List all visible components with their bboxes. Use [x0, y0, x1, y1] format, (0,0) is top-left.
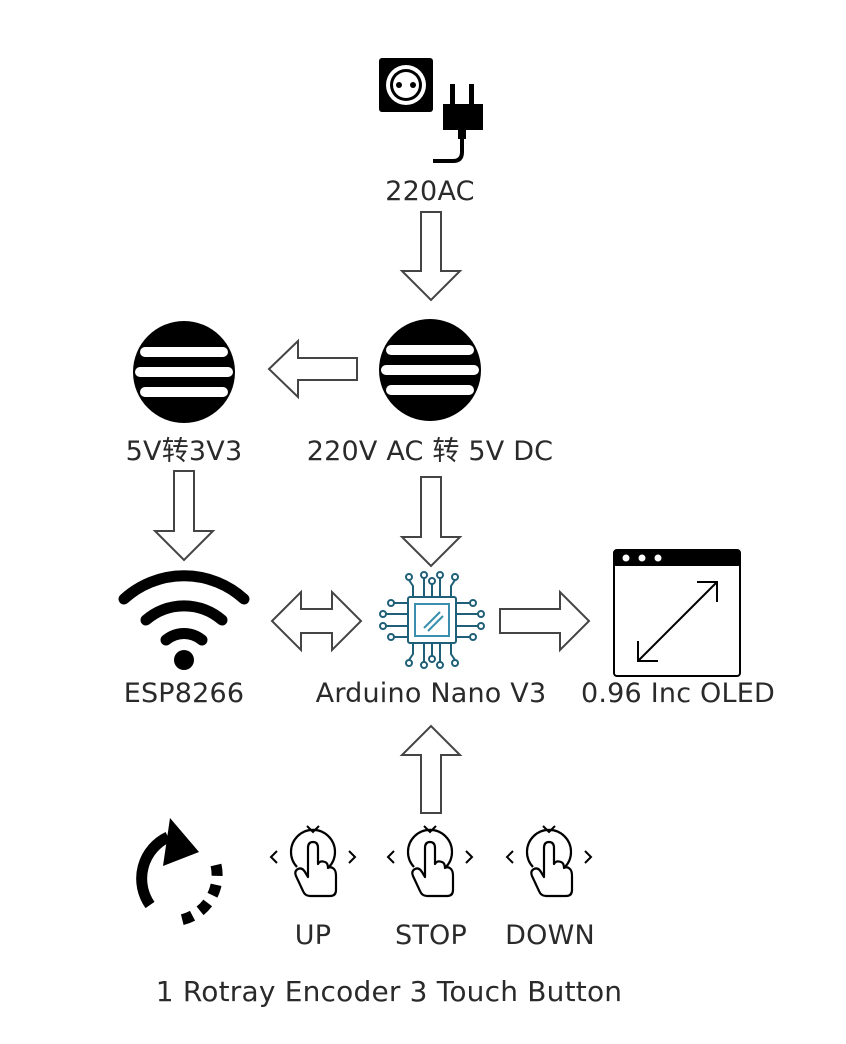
arrow-converter-to-arduino [399, 476, 463, 568]
touch-button-up-icon [269, 824, 357, 898]
button-up-label: UP [294, 920, 332, 951]
wifi-icon [118, 570, 250, 670]
arrow-esp8266-arduino [270, 589, 363, 653]
arrow-power-to-converter [399, 211, 463, 302]
arrow-arduino-to-oled [499, 589, 591, 653]
touch-button-down-icon [505, 824, 593, 898]
power-source-label: 220AC [385, 176, 475, 207]
regulator-disc-icon [133, 321, 235, 423]
microchip-icon [379, 571, 485, 669]
converter-label: 220V AC 转 5V DC [306, 436, 554, 467]
button-stop-label: STOP [395, 920, 467, 951]
input-caption: 1 Rotray Encoder 3 Touch Button [155, 975, 623, 1008]
power-outlet-icon [379, 58, 433, 112]
oled-label: 0.96 Inc OLED [581, 678, 775, 709]
arrow-buttons-to-arduino [399, 724, 463, 814]
button-down-label: DOWN [505, 920, 595, 951]
converter-disc-icon [379, 319, 481, 421]
touch-button-stop-icon [386, 824, 474, 898]
arrow-regulator-to-esp8266 [152, 470, 216, 562]
rotary-encoder-icon [136, 818, 223, 926]
arduino-label: Arduino Nano V3 [315, 678, 547, 709]
power-plug-icon [433, 84, 483, 163]
display-window-icon [613, 549, 741, 677]
arrow-converter-to-regulator [267, 338, 358, 400]
regulator-label: 5V转3V3 [125, 436, 243, 467]
esp8266-label: ESP8266 [123, 678, 245, 709]
